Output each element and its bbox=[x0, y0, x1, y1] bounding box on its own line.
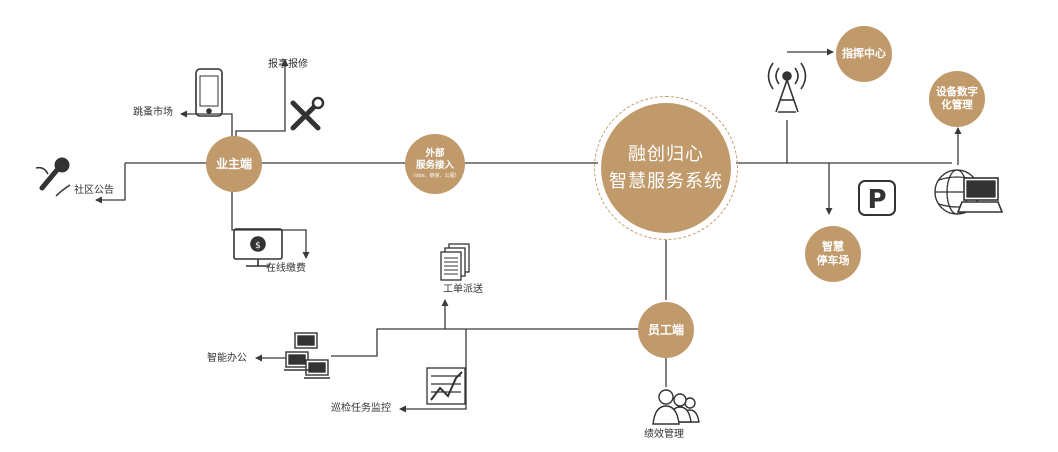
device-line2: 化管理 bbox=[941, 99, 973, 111]
label-community-notice: 社区公告 bbox=[74, 185, 114, 196]
center-node[interactable]: 融创归心 智慧服务系统 bbox=[601, 103, 731, 233]
label-smart-office: 智能办公 bbox=[207, 353, 247, 364]
label-work-order: 工单派送 bbox=[443, 284, 483, 295]
device-line1: 设备数字 bbox=[936, 85, 978, 98]
parking-icon: P bbox=[858, 180, 896, 216]
device-node[interactable]: 设备数字 化管理 bbox=[929, 71, 985, 127]
external-line2: 服务接入 bbox=[415, 160, 454, 171]
label-online-payment: 在线缴费 bbox=[266, 263, 306, 274]
document-icon bbox=[440, 243, 470, 281]
microphone-icon bbox=[35, 157, 71, 197]
center-title-line2: 智慧服务系统 bbox=[609, 171, 723, 192]
parking-line2: 停车场 bbox=[816, 254, 850, 267]
parking-line1: 智慧 bbox=[822, 240, 844, 254]
external-service-node[interactable]: 外部 服务接入 （obe、链家、公服） bbox=[405, 134, 465, 194]
computers-icon bbox=[284, 332, 330, 379]
payment-monitor-icon: $ bbox=[233, 228, 283, 267]
center-title-line1: 融创归心 bbox=[628, 144, 704, 165]
center-node-ring bbox=[594, 96, 738, 240]
svg-text:$: $ bbox=[255, 241, 261, 251]
phone-icon bbox=[195, 68, 223, 117]
command-center-node[interactable]: 指挥中心 bbox=[836, 26, 892, 82]
parking-node[interactable]: 智慧 停车场 bbox=[805, 226, 861, 282]
staff-node-label: 员工端 bbox=[647, 322, 684, 337]
label-flea-market: 跳蚤市场 bbox=[133, 107, 173, 118]
command-node-label: 指挥中心 bbox=[842, 47, 886, 61]
people-icon bbox=[652, 389, 700, 425]
label-report-repair: 报事报修 bbox=[268, 59, 308, 70]
radio-tower-icon bbox=[767, 62, 807, 113]
globe-laptop-icon bbox=[934, 169, 1004, 215]
external-line1: 外部 bbox=[425, 148, 445, 160]
owner-node-label: 业主端 bbox=[215, 156, 252, 171]
svg-text:P: P bbox=[867, 185, 886, 215]
chart-icon bbox=[426, 367, 466, 405]
label-patrol-monitor: 巡检任务监控 bbox=[331, 403, 391, 414]
label-performance: 绩效管理 bbox=[644, 429, 684, 440]
external-sub: （obe、链家、公服） bbox=[410, 172, 460, 179]
owner-node[interactable]: 业主端 bbox=[206, 136, 262, 192]
tools-icon bbox=[290, 96, 325, 131]
staff-node[interactable]: 员工端 bbox=[638, 302, 694, 358]
